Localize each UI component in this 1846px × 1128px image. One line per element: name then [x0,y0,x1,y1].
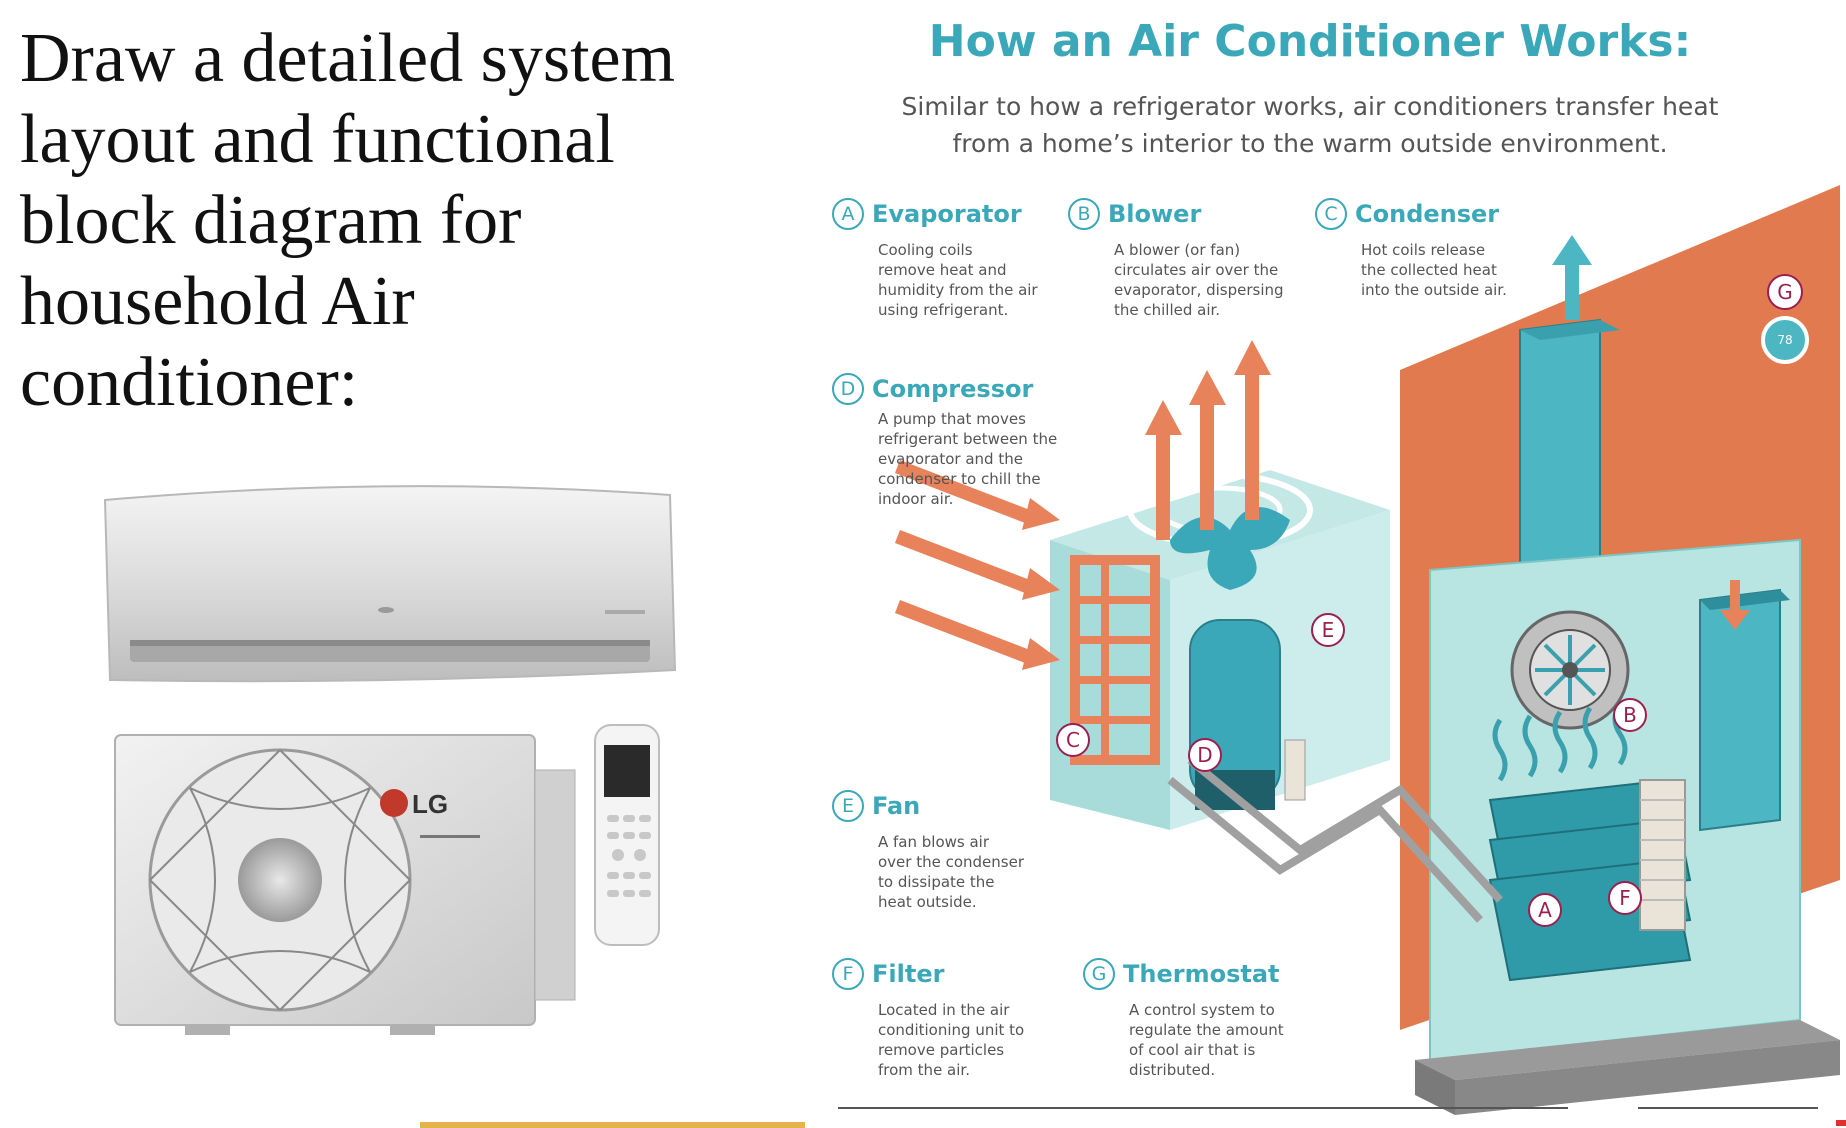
badge-a: A [1528,893,1562,927]
legend-letter: G [1083,958,1115,990]
legend-desc-line: the chilled air. [1114,301,1221,319]
vent-up-arrow [1552,235,1592,320]
legend-desc-line: distributed. [1129,1061,1216,1079]
legend-desc-line: of cool air that is [1129,1041,1256,1059]
subtitle-line: from a home’s interior to the warm outsi… [952,129,1668,158]
question-text: Draw a detailed system layout and functi… [20,18,740,423]
indoor-unit [103,485,677,683]
legend-desc-line: Hot coils release [1361,241,1486,259]
legend-letter: B [1068,198,1100,230]
legend-desc-line: circulates air over the [1114,261,1279,279]
legend-desc-line: A blower (or fan) [1114,241,1241,259]
ac-diagram: 78 G B A F E C D [895,185,1840,1115]
legend-desc-line: evaporator and the [878,450,1023,468]
legend-desc-line: over the condenser [878,853,1025,871]
legend-desc-line: A control system to [1129,1001,1275,1019]
legend-desc-line: remove heat and [878,261,1007,279]
blower-illustration [1510,610,1630,730]
legend-letter: A [832,198,864,230]
legend-letter: F [832,958,864,990]
legend-filter: F Filter Located in the air conditioning … [832,958,1024,1080]
legend-name: Compressor [872,375,1034,403]
legend-evaporator: A Evaporator Cooling coils remove heat an… [832,198,1038,320]
legend-name: Filter [872,960,945,988]
svg-text:F: F [1619,886,1631,910]
question-line: conditioner: [20,344,359,421]
remote-control [594,724,660,946]
subtitle-line: Similar to how a refrigerator works, air… [901,92,1719,121]
svg-text:G: G [1777,280,1793,304]
legend-desc-line: into the outside air. [1361,281,1507,299]
svg-text:E: E [1322,618,1335,642]
legend-desc-line: remove particles [878,1041,1005,1059]
brand-logo: LG [412,789,448,819]
svg-text:C: C [1066,728,1080,752]
legend-compressor: D Compressor A pump that moves refrigeran… [832,373,1057,509]
slide-corner-mark [1836,1120,1846,1126]
legend-desc-line: heat outside. [878,893,977,911]
badge-b: B [1613,698,1647,732]
question-line: block diagram for [20,182,522,259]
outdoor-unit: LG [114,734,576,1035]
question-line: household Air [20,263,415,340]
legend-desc-line: indoor air. [878,490,954,508]
legend-letter: E [832,790,864,822]
badge-f: F [1608,881,1642,915]
legend-name: Condenser [1355,200,1500,228]
legend-desc-line: to dissipate the [878,873,995,891]
infographic-title: How an Air Conditioner Works: [928,16,1692,67]
legend-desc-line: conditioning unit to [878,1021,1025,1039]
legend-desc-line: A pump that moves [878,410,1026,428]
thermostat-illustration: 78 [1761,316,1809,364]
svg-text:D: D [1197,743,1212,767]
bottom-rule [838,1107,1568,1109]
legend-desc-line: from the air. [878,1061,970,1079]
outside-air-arrows [895,460,1060,670]
legend-desc-line: the collected heat [1361,261,1497,279]
legend-name: Thermostat [1123,960,1280,988]
condenser-illustration [1070,555,1160,765]
product-illustration: LG [103,485,677,1035]
question-line: Draw a detailed system [20,20,676,97]
badge-d: D [1188,738,1222,772]
svg-text:A: A [1538,898,1552,922]
refrigerant-lines [1167,756,1503,923]
legend-blower: B Blower A blower (or fan) circulates air… [1068,198,1284,320]
legend-name: Fan [872,792,921,820]
legend-desc-line: Cooling coils [878,241,973,259]
legend-condenser: C Condenser Hot coils release the collect… [1315,198,1507,300]
slide-accent-bar [420,1122,805,1128]
legend-desc-line: A fan blows air [878,833,990,851]
badge-e: E [1311,613,1345,647]
question-line: layout and functional [20,101,615,178]
legend-letter: D [832,373,864,405]
legend-name: Blower [1108,200,1202,228]
legend-desc-line: refrigerant between the [878,430,1058,448]
legend-desc-line: Located in the air [878,1001,1010,1019]
legend-desc-line: using refrigerant. [878,301,1009,319]
legend-name: Evaporator [872,200,1022,228]
filter-illustration [1639,779,1686,931]
badge-c: C [1056,723,1090,757]
badge-g: G [1767,274,1803,310]
legend-desc-line: regulate the amount [1129,1021,1284,1039]
legend-letter: C [1315,198,1347,230]
heat-out-arrows [1145,340,1271,540]
legend-desc-line: evaporator, dispersing [1114,281,1284,299]
legend-desc-line: condenser to chill the [878,470,1041,488]
infographic-subtitle: Similar to how a refrigerator works, air… [840,88,1780,162]
thermostat-reading: 78 [1777,333,1792,347]
legend-desc-line: humidity from the air [878,281,1038,299]
svg-text:B: B [1623,703,1637,727]
bottom-rule [1638,1107,1818,1109]
legend-thermostat: G Thermostat A control system to regulate… [1083,958,1284,1080]
